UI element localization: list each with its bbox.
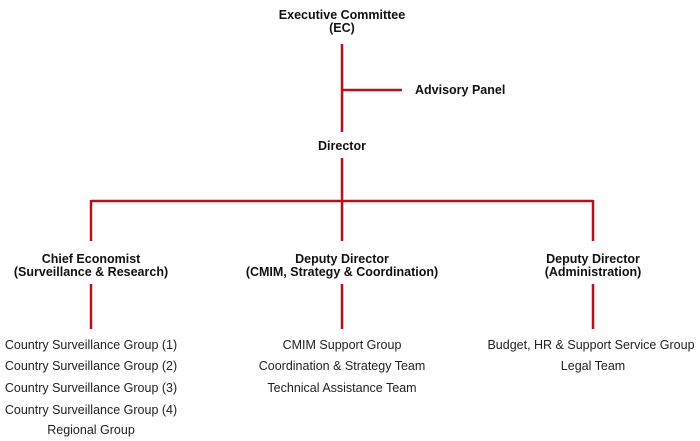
node-title: Director xyxy=(318,139,366,153)
node-deputy-director-cmim: Deputy Director (CMIM, Strategy & Coordi… xyxy=(246,253,438,279)
node-title: Advisory Panel xyxy=(415,83,506,97)
team-item: Country Surveillance Group (1) xyxy=(4,338,178,352)
team-item: Country Surveillance Group (3) xyxy=(4,381,178,395)
node-title: Deputy Director xyxy=(546,252,640,266)
node-advisory-panel: Advisory Panel xyxy=(415,84,505,97)
node-chief-economist: Chief Economist (Surveillance & Research… xyxy=(14,253,168,279)
node-director: Director xyxy=(318,140,366,153)
node-subtitle: (Surveillance & Research) xyxy=(13,265,169,279)
team-item: Coordination & Strategy Team xyxy=(258,359,426,373)
node-deputy-director-admin: Deputy Director (Administration) xyxy=(545,253,642,279)
team-item: Country Surveillance Group (4) xyxy=(4,403,178,417)
team-item: Country Surveillance Group (2) xyxy=(4,359,178,373)
node-executive-committee: Executive Committee (EC) xyxy=(279,9,405,35)
team-item: Technical Assistance Team xyxy=(267,381,417,395)
node-title: Executive Committee xyxy=(278,8,406,22)
node-title: Deputy Director xyxy=(295,252,389,266)
node-subtitle: (EC) xyxy=(329,21,355,35)
team-item: Regional Group xyxy=(47,423,135,437)
node-subtitle: (Administration) xyxy=(544,265,642,279)
team-item: CMIM Support Group xyxy=(282,338,402,352)
node-subtitle: (CMIM, Strategy & Coordination) xyxy=(245,265,439,279)
team-item: Legal Team xyxy=(560,359,626,373)
node-title: Chief Economist xyxy=(41,252,141,266)
team-item: Budget, HR & Support Service Group xyxy=(487,338,695,352)
